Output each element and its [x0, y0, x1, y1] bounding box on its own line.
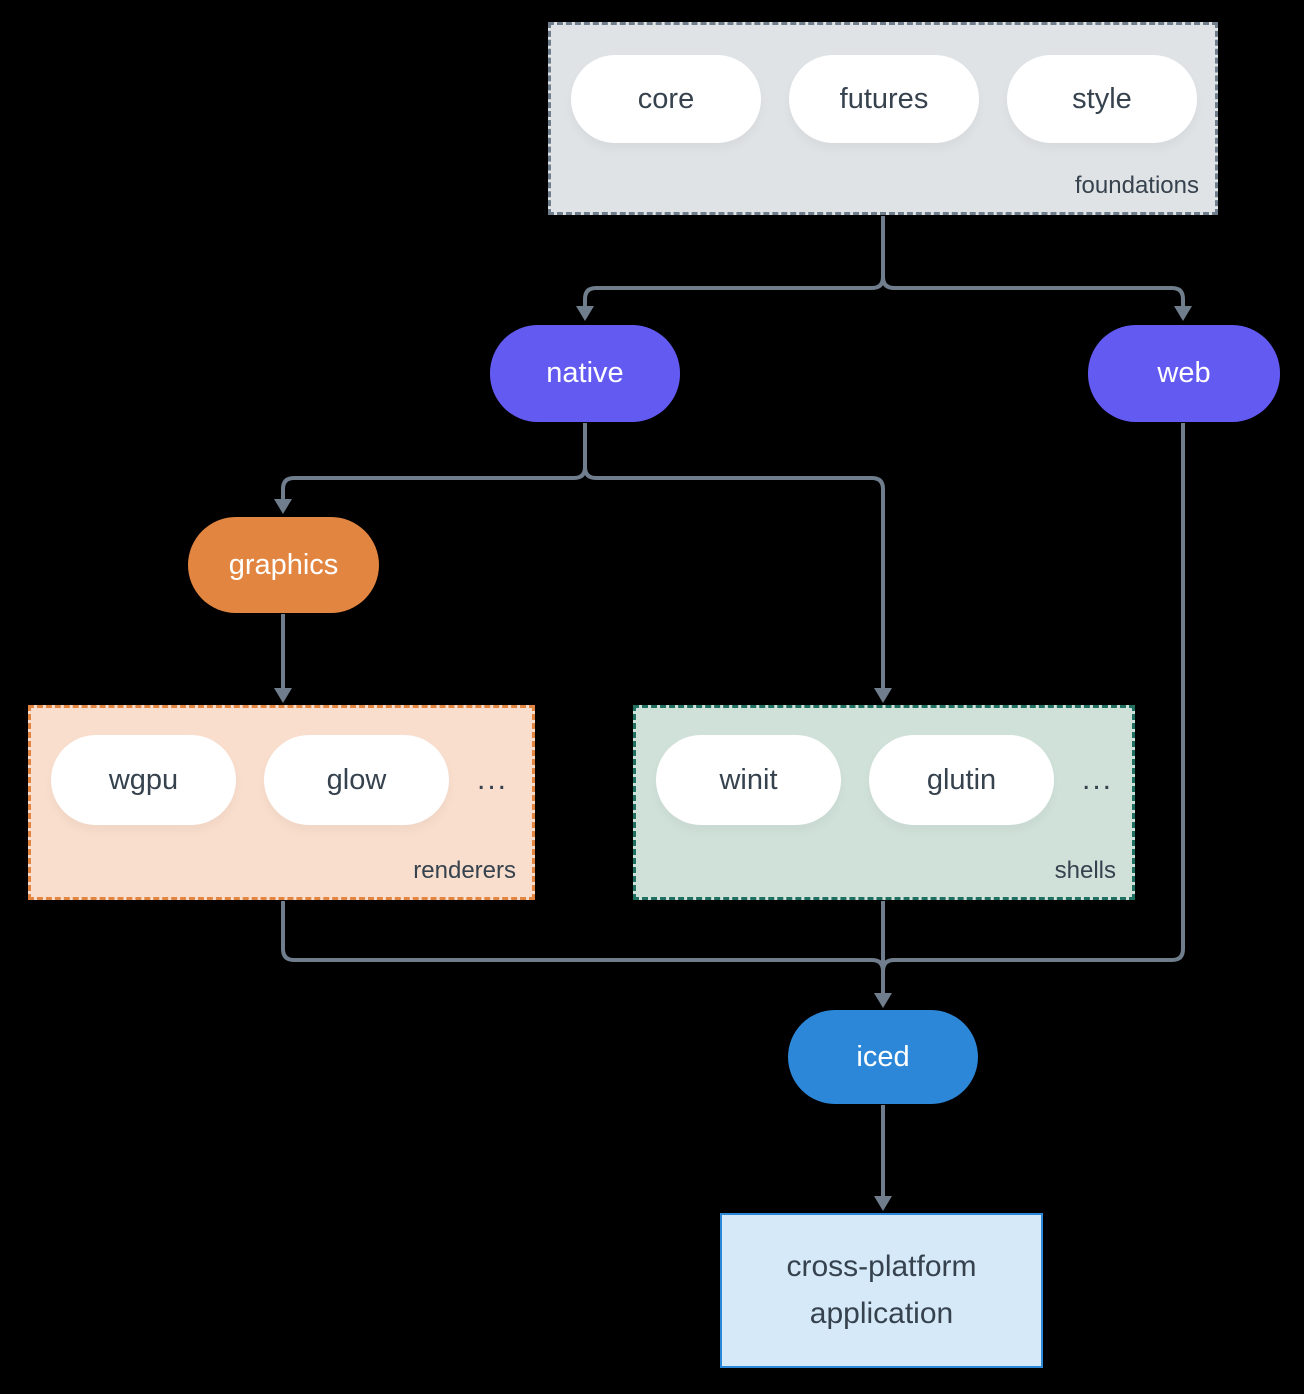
pill-glutin: glutin	[869, 735, 1054, 825]
pill-glow: glow	[264, 735, 449, 825]
connector-renderers-iced	[281, 901, 885, 993]
connector-native-graphics	[281, 423, 587, 499]
node-web: web	[1088, 325, 1280, 422]
renderers-group: wgpu glow ... renderers	[28, 705, 535, 900]
pill-wgpu: wgpu	[51, 735, 236, 825]
connector-native-shells	[583, 423, 885, 688]
node-graphics: graphics	[188, 517, 379, 613]
shells-pills-row: winit glutin ...	[636, 708, 1132, 825]
node-cross-platform-application: cross-platform application	[720, 1213, 1043, 1368]
arrowhead-into-iced	[874, 993, 892, 1008]
node-iced: iced	[788, 1010, 978, 1104]
arrowhead-into-graphics	[274, 499, 292, 514]
arrowhead-into-native	[576, 306, 594, 321]
shells-ellipsis: ...	[1082, 763, 1114, 796]
pill-style: style	[1007, 55, 1197, 143]
pill-core-label: core	[637, 82, 695, 115]
pill-glow-label: glow	[326, 763, 387, 796]
shells-group-label: shells	[1054, 857, 1116, 884]
foundations-group: core futures style foundations	[548, 22, 1218, 215]
node-iced-label: iced	[856, 1040, 910, 1073]
pill-glutin-label: glutin	[926, 763, 997, 796]
foundations-group-label: foundations	[1074, 172, 1199, 199]
arrowhead-into-shells	[874, 688, 892, 703]
node-native: native	[490, 325, 680, 422]
foundations-pills-row: core futures style	[551, 25, 1215, 143]
connector-foundations-web	[881, 216, 1185, 306]
arrowhead-into-web	[1174, 306, 1192, 321]
shells-group: winit glutin ... shells	[633, 705, 1135, 900]
arrowhead-into-renderers	[274, 688, 292, 703]
node-web-label: web	[1157, 357, 1211, 389]
renderers-ellipsis: ...	[477, 763, 509, 796]
pill-futures-label: futures	[839, 82, 929, 115]
pill-winit: winit	[656, 735, 841, 825]
node-cross-platform-application-label: cross-platform application	[786, 1250, 977, 1330]
pill-winit-label: winit	[719, 763, 778, 796]
pill-futures: futures	[789, 55, 979, 143]
connector-foundations-native	[583, 216, 885, 306]
renderers-group-label: renderers	[413, 857, 516, 884]
pill-wgpu-label: wgpu	[108, 763, 179, 796]
arrowhead-into-application	[874, 1196, 892, 1211]
renderers-pills-row: wgpu glow ...	[31, 708, 532, 825]
node-graphics-label: graphics	[228, 548, 339, 581]
pill-core: core	[571, 55, 761, 143]
pill-style-label: style	[1072, 82, 1132, 115]
node-native-label: native	[546, 357, 624, 389]
